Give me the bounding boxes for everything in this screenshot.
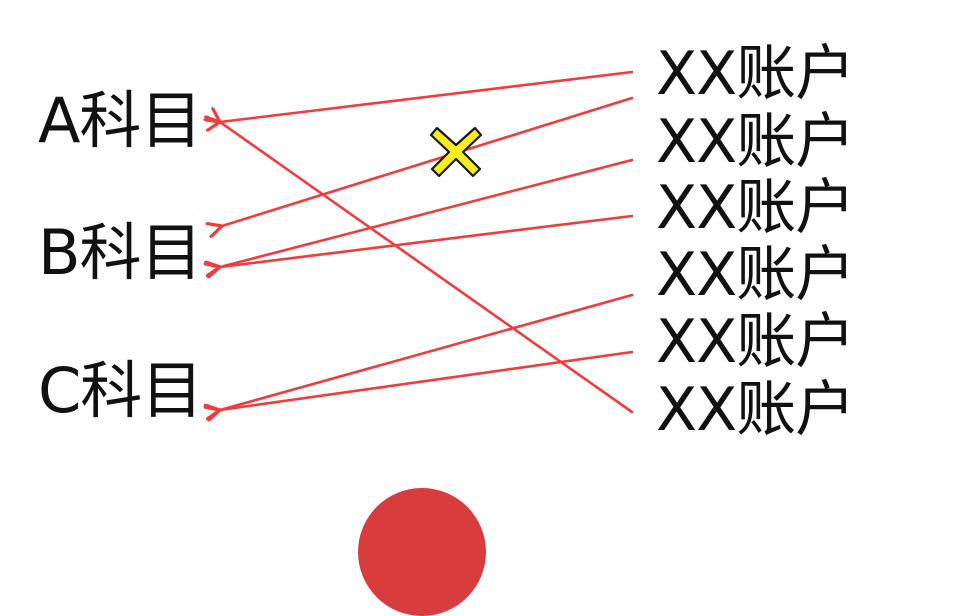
account-label-3: XX账户 bbox=[656, 173, 855, 243]
subject-a-label: A科目 bbox=[38, 84, 202, 157]
arrow-account5-to-c bbox=[220, 293, 634, 410]
account-label-6: XX账户 bbox=[656, 375, 855, 445]
arrow-account6-to-c bbox=[220, 350, 634, 410]
arrow-account2-to-b-invalid bbox=[222, 96, 634, 226]
arrow-account4-to-b bbox=[220, 214, 634, 267]
subject-b-label: B科目 bbox=[38, 216, 203, 289]
cross-icon bbox=[429, 126, 483, 178]
arrow-layer bbox=[0, 70, 634, 514]
arrow-account7-to-a bbox=[220, 122, 634, 414]
arrow-account1-to-a bbox=[220, 70, 634, 122]
subject-c-label: C科目 bbox=[38, 354, 203, 427]
arrow-account3-to-b bbox=[220, 158, 634, 267]
account-label-4: XX账户 bbox=[656, 240, 855, 310]
red-circle-decoration bbox=[358, 488, 486, 616]
account-label-5: XX账户 bbox=[656, 307, 855, 377]
account-label-1: XX账户 bbox=[656, 39, 855, 109]
account-label-2: XX账户 bbox=[656, 107, 855, 177]
